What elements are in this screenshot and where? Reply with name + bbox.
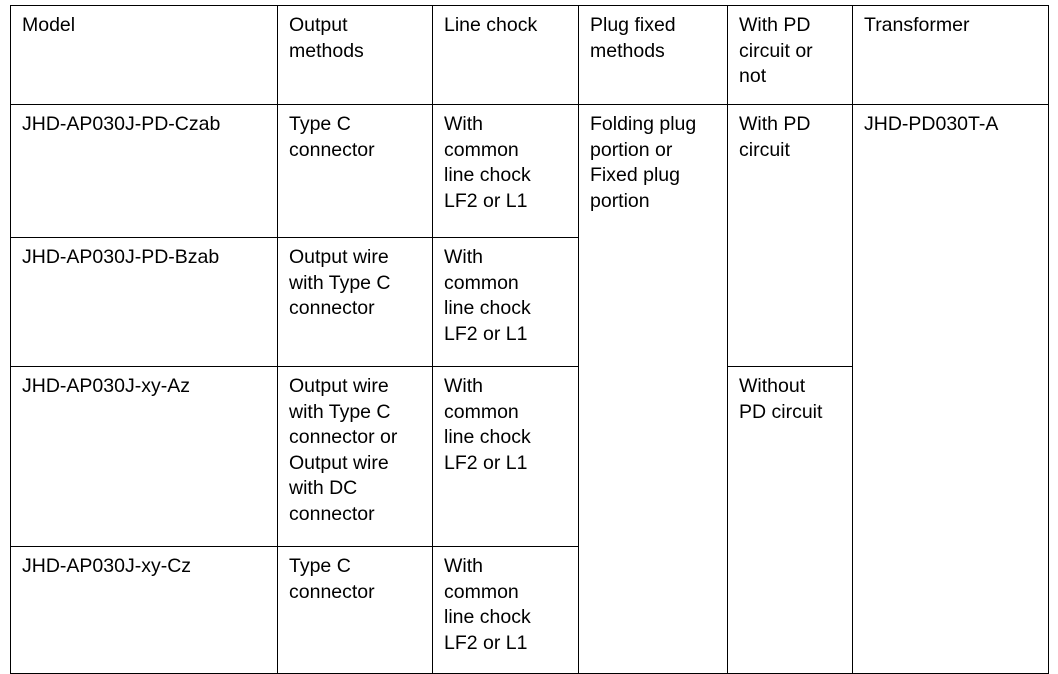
- cell-pd-circuit-without-value: Without PD circuit: [739, 375, 823, 423]
- cell-model-value: JHD-AP030J-xy-Cz: [22, 555, 192, 577]
- cell-plug-fixed-methods-merged: Folding plug portion or Fixed plug porti…: [578, 104, 728, 674]
- column-header-plug-fixed-methods-label: Plug fixed methods: [590, 14, 676, 62]
- cell-output-methods-value: Type C connector: [289, 555, 375, 603]
- cell-transformer-merged: JHD-PD030T-A: [852, 104, 1049, 674]
- cell-model: JHD-AP030J-xy-Cz: [10, 546, 278, 674]
- cell-line-chock-value: With common line chock LF2 or L1: [444, 375, 531, 474]
- cell-pd-circuit-without-merged: Without PD circuit: [727, 366, 853, 674]
- cell-model-value: JHD-AP030J-PD-Bzab: [22, 246, 220, 268]
- column-header-output-methods: Output methods: [277, 5, 433, 105]
- cell-output-methods: Output wire with Type C connector or Out…: [277, 366, 433, 547]
- cell-output-methods: Type C connector: [277, 546, 433, 674]
- cell-line-chock-value: With common line chock LF2 or L1: [444, 246, 531, 345]
- column-header-model: Model: [10, 5, 278, 105]
- model-specification-table: Model Output methods Line chock Plug fix…: [10, 5, 1049, 674]
- cell-output-methods-value: Type C connector: [289, 113, 375, 161]
- cell-pd-circuit-with-merged: With PD circuit: [727, 104, 853, 367]
- table-row: JHD-AP030J-xy-Az Output wire with Type C…: [10, 366, 1049, 674]
- cell-model: JHD-AP030J-PD-Czab: [10, 104, 278, 238]
- table-row: JHD-AP030J-PD-Czab Type C connector With…: [10, 104, 1049, 674]
- cell-line-chock: With common line chock LF2 or L1: [432, 104, 579, 238]
- cell-transformer-value: JHD-PD030T-A: [864, 113, 999, 135]
- column-header-model-label: Model: [22, 14, 76, 36]
- column-header-pd-circuit-label: With PD circuit or not: [739, 14, 813, 87]
- column-header-line-chock-label: Line chock: [444, 14, 538, 36]
- table-header-row: Model Output methods Line chock Plug fix…: [10, 5, 1049, 105]
- cell-model: JHD-AP030J-xy-Az: [10, 366, 278, 547]
- cell-line-chock: With common line chock LF2 or L1: [432, 237, 579, 367]
- cell-output-methods: Output wire with Type C connector: [277, 237, 433, 367]
- column-header-transformer-label: Transformer: [864, 14, 970, 36]
- column-header-plug-fixed-methods: Plug fixed methods: [578, 5, 728, 105]
- cell-model-value: JHD-AP030J-xy-Az: [22, 375, 190, 397]
- column-header-pd-circuit: With PD circuit or not: [727, 5, 853, 105]
- column-header-output-methods-label: Output methods: [289, 14, 364, 62]
- cell-output-methods-value: Output wire with Type C connector: [289, 246, 391, 319]
- cell-model: JHD-AP030J-PD-Bzab: [10, 237, 278, 367]
- cell-line-chock: With common line chock LF2 or L1: [432, 366, 579, 547]
- cell-line-chock-value: With common line chock LF2 or L1: [444, 555, 531, 654]
- column-header-line-chock: Line chock: [432, 5, 579, 105]
- column-header-transformer: Transformer: [852, 5, 1049, 105]
- page-canvas: Model Output methods Line chock Plug fix…: [10, 5, 1049, 674]
- cell-plug-fixed-methods-value: Folding plug portion or Fixed plug porti…: [590, 113, 697, 212]
- table-row: JHD-AP030J-PD-Bzab Output wire with Type…: [10, 237, 1049, 367]
- cell-line-chock: With common line chock LF2 or L1: [432, 546, 579, 674]
- cell-output-methods-value: Output wire with Type C connector or Out…: [289, 375, 398, 525]
- cell-output-methods: Type C connector: [277, 104, 433, 238]
- cell-model-value: JHD-AP030J-PD-Czab: [22, 113, 221, 135]
- cell-pd-circuit-with-value: With PD circuit: [739, 113, 811, 161]
- cell-line-chock-value: With common line chock LF2 or L1: [444, 113, 531, 212]
